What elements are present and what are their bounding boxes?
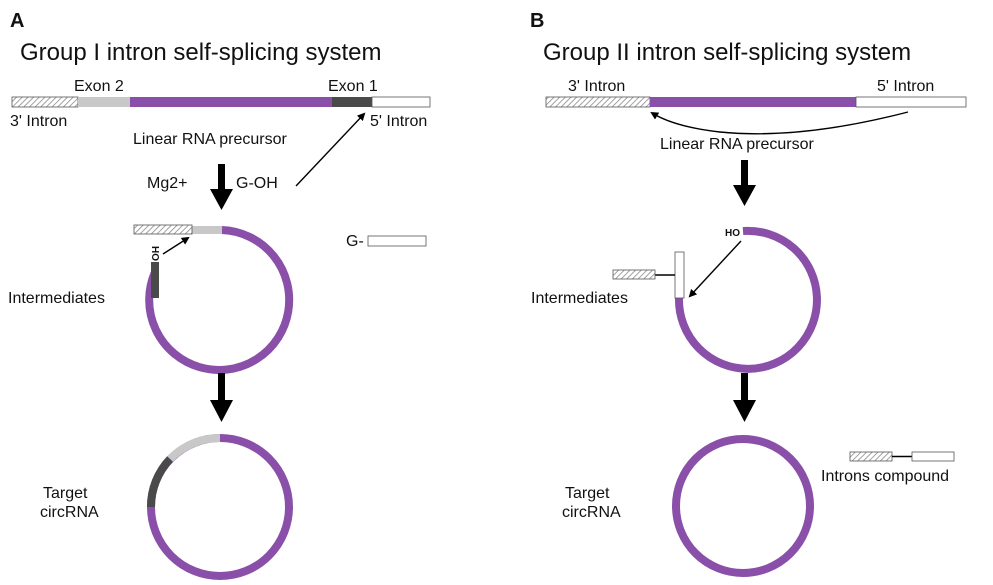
group2-5-intron-segment xyxy=(855,96,967,108)
group2-step-arrow-1 xyxy=(733,160,756,206)
group2-hydroxyl-label: HO xyxy=(725,228,740,239)
group1-target-segment xyxy=(130,97,332,107)
mg2-label: Mg2+ xyxy=(147,175,187,192)
group1-target-label-line2: circRNA xyxy=(40,504,99,521)
group1-circrna-exon1-scar xyxy=(146,456,173,508)
group2-intermediate: HO xyxy=(612,226,821,373)
group2-3-intron-segment xyxy=(545,96,651,108)
group2-step-arrow-2 xyxy=(733,373,756,422)
panel-b-title: Group II intron self-splicing system xyxy=(543,39,911,66)
group1-5-intron-label: 5' Intron xyxy=(370,113,427,130)
group1-linear-precursor xyxy=(11,96,431,108)
group2-5-intron-label: 5' Intron xyxy=(877,78,934,95)
goh-label: G-OH xyxy=(236,175,278,192)
panel-a-letter: A xyxy=(10,10,24,32)
panel-a-title: Group I intron self-splicing system xyxy=(20,39,381,66)
introns-compound-label: Introns compound xyxy=(821,468,949,485)
group1-target-circrna xyxy=(146,433,293,580)
group1-circrna-exon2-scar xyxy=(167,433,221,462)
group1-5-intron-segment xyxy=(371,96,431,108)
panel-a: A Group I intron self-splicing system Ex… xyxy=(8,10,431,580)
group1-intermediates-label: Intermediates xyxy=(8,290,105,307)
group1-hydroxyl-label: HO xyxy=(149,246,160,261)
group1-intermediate-circle xyxy=(145,226,294,374)
group2-linear-precursor xyxy=(545,96,967,108)
group1-3-intron-label: 3' Intron xyxy=(10,113,67,130)
group2-intermediates-label: Intermediates xyxy=(531,290,628,307)
goh-attack-arrow xyxy=(295,112,366,187)
group1-exon1-segment xyxy=(332,97,372,107)
group1-intermediate-exon1 xyxy=(151,262,159,298)
panel-b: B Group II intron self-splicing system 3… xyxy=(530,10,967,577)
group1-step-arrow-1 xyxy=(210,164,233,210)
group1-intermediate-exon2 xyxy=(192,226,222,234)
group1-intermediate-3-intron xyxy=(133,224,193,235)
group1-precursor-label: Linear RNA precursor xyxy=(133,131,288,148)
g-label: G- xyxy=(346,233,364,250)
group1-hydroxyl-attack-arrow xyxy=(162,236,190,255)
panel-b-letter: B xyxy=(530,10,544,32)
exon2-label: Exon 2 xyxy=(74,78,124,95)
group2-hydroxyl-attack-arrow xyxy=(688,240,742,298)
compound-3-intron xyxy=(849,451,893,462)
group1-3-intron-segment xyxy=(11,96,79,108)
group2-target-segment xyxy=(650,97,856,107)
group2-intermediate-3-intron xyxy=(612,269,656,280)
group2-target-label-line1: Target xyxy=(565,485,610,502)
group2-intermediate-circle xyxy=(674,226,821,373)
introns-compound xyxy=(849,451,955,462)
group2-circrna-ring xyxy=(672,435,814,577)
compound-5-intron xyxy=(911,451,955,462)
released-5-intron xyxy=(367,235,427,247)
group2-precursor-label: Linear RNA precursor xyxy=(660,136,815,153)
group1-exon2-segment xyxy=(78,97,130,107)
group1-step-arrow-2 xyxy=(210,373,233,422)
exon1-label: Exon 1 xyxy=(328,78,378,95)
group2-intermediate-5-intron xyxy=(674,251,685,299)
group2-3-intron-label: 3' Intron xyxy=(568,78,625,95)
group2-target-label-line2: circRNA xyxy=(562,504,621,521)
group1-target-label-line1: Target xyxy=(43,485,88,502)
group2-ligation-curve-arrow xyxy=(650,111,909,135)
group1-intermediate: HO xyxy=(133,224,294,374)
